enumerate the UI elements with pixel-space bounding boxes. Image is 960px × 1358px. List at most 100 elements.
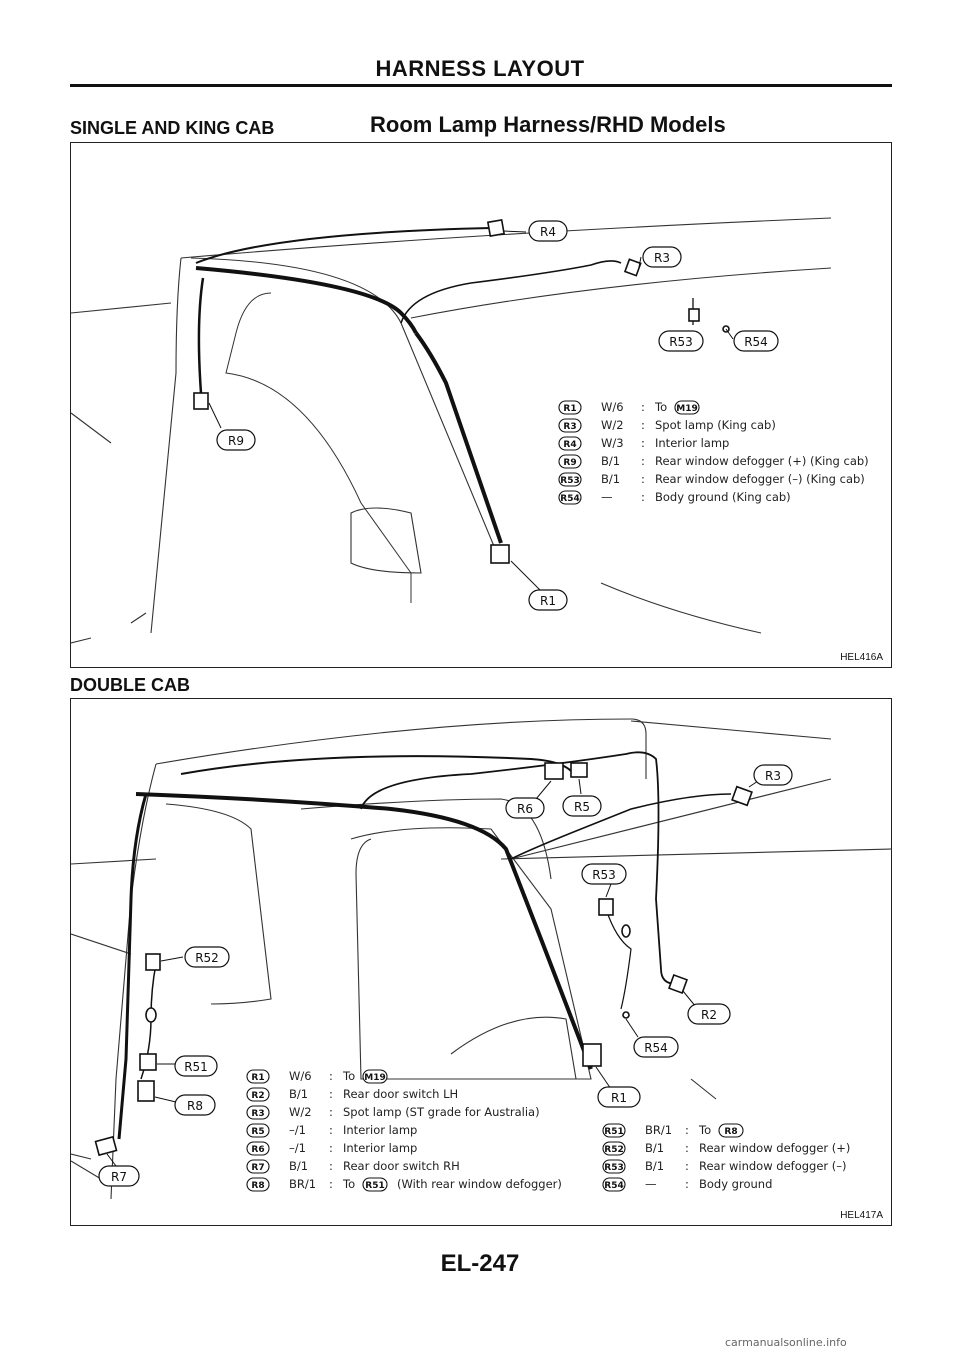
connector-ref-tag-label: R8 — [724, 1127, 737, 1137]
connector-tag-label: R53 — [604, 1163, 623, 1173]
section-header: HARNESS LAYOUT — [375, 56, 585, 81]
callout-r8-label: R8 — [187, 1099, 203, 1113]
callout-r5 — [562, 795, 602, 817]
legend-spec: –/1 — [289, 1123, 306, 1137]
callout-r9 — [216, 429, 256, 451]
connector-tag — [602, 1141, 626, 1156]
callout-r2 — [687, 1003, 731, 1025]
legend-desc: Spot lamp (King cab) — [655, 418, 776, 432]
legend-spec: BR/1 — [645, 1123, 672, 1137]
connector-tag — [558, 418, 582, 433]
legend-colon: : — [641, 436, 645, 450]
legend-desc: Rear window defogger (–) (King cab) — [655, 472, 865, 486]
legend-spec: B/1 — [289, 1159, 308, 1173]
legend-colon: : — [329, 1159, 333, 1173]
callout-r53-double — [581, 863, 627, 885]
legend-colon: : — [685, 1123, 689, 1137]
legend-desc: Body ground — [699, 1177, 772, 1191]
callout-r6-label: R6 — [517, 802, 533, 816]
callout-r3-double — [753, 764, 793, 786]
connector-tag — [246, 1087, 270, 1102]
page-number: EL-247 — [440, 1250, 520, 1277]
connector-tag-label: R3 — [563, 422, 576, 432]
legend-colon: : — [641, 472, 645, 486]
callout-r4-label: R4 — [540, 225, 556, 239]
single-king-cab-heading: SINGLE AND KING CAB — [70, 118, 275, 138]
legend-colon: : — [329, 1141, 333, 1155]
legend-row: R6–/1:Interior lamp — [246, 1141, 417, 1156]
legend-spec: –/1 — [289, 1141, 306, 1155]
legend-spec: B/1 — [289, 1087, 308, 1101]
connector-ref-tag — [362, 1069, 388, 1084]
legend-colon: : — [329, 1069, 333, 1083]
callout-r2-label: R2 — [701, 1008, 717, 1022]
connector-tag-label: R5 — [251, 1127, 264, 1137]
legend-spec: — — [645, 1177, 657, 1191]
callout-r1 — [528, 589, 568, 611]
legend-colon: : — [641, 418, 645, 432]
legend-desc: Spot lamp (ST grade for Australia) — [343, 1105, 540, 1119]
connector-tag-label: R1 — [563, 404, 576, 414]
legend-colon: : — [641, 490, 645, 504]
legend-desc: To — [342, 1177, 355, 1191]
connector-tag-label: R52 — [604, 1145, 623, 1155]
legend-desc: To — [654, 400, 667, 414]
legend-row: R5–/1:Interior lamp — [246, 1123, 417, 1138]
connector-tag-label: R2 — [251, 1091, 264, 1101]
legend-spec: W/6 — [601, 400, 624, 414]
connector-tag-label: R8 — [251, 1181, 264, 1191]
connector-tag — [246, 1159, 270, 1174]
legend-colon: : — [329, 1105, 333, 1119]
legend-desc: Rear window defogger (–) — [699, 1159, 847, 1173]
legend-desc: To — [342, 1069, 355, 1083]
connector-ref-tag — [362, 1177, 388, 1192]
callout-r4 — [528, 220, 568, 242]
callout-r54-label: R54 — [744, 335, 768, 349]
callout-r52 — [184, 946, 230, 968]
callout-r9-label: R9 — [228, 434, 244, 448]
connector-tag — [246, 1105, 270, 1120]
legend-spec: B/1 — [601, 454, 620, 468]
legend-spec: W/6 — [289, 1069, 312, 1083]
connector-tag-label: R51 — [604, 1127, 623, 1137]
legend-spec: BR/1 — [289, 1177, 316, 1191]
figure-code-top: HEL416A — [840, 652, 883, 663]
legend-note: (With rear window defogger) — [397, 1177, 562, 1191]
callout-r54-double — [633, 1036, 679, 1058]
legend-spec: B/1 — [645, 1141, 664, 1155]
legend-desc: To — [698, 1123, 711, 1137]
header-rule — [70, 84, 892, 87]
connector-tag — [558, 490, 582, 505]
legend-colon: : — [329, 1087, 333, 1101]
legend-colon: : — [685, 1141, 689, 1155]
connector-tag-label: R3 — [251, 1109, 264, 1119]
callout-r6 — [505, 797, 545, 819]
legend-spec: W/3 — [601, 436, 624, 450]
connector-ref-tag-label: M19 — [676, 404, 697, 414]
callout-r3-double-label: R3 — [765, 769, 781, 783]
legend-spec: W/2 — [289, 1105, 312, 1119]
legend-desc: Body ground (King cab) — [655, 490, 791, 504]
double-cab-heading: DOUBLE CAB — [70, 675, 190, 695]
connector-tag — [246, 1177, 270, 1192]
callout-r54 — [733, 330, 779, 352]
connector-tag-label: R4 — [563, 440, 576, 450]
legend-spec: B/1 — [601, 472, 620, 486]
callout-r1-double-label: R1 — [611, 1091, 627, 1105]
legend-colon: : — [329, 1123, 333, 1137]
callout-r7-label: R7 — [111, 1170, 127, 1184]
legend-spec: — — [601, 490, 613, 504]
page-title: Room Lamp Harness/RHD Models — [370, 112, 726, 137]
